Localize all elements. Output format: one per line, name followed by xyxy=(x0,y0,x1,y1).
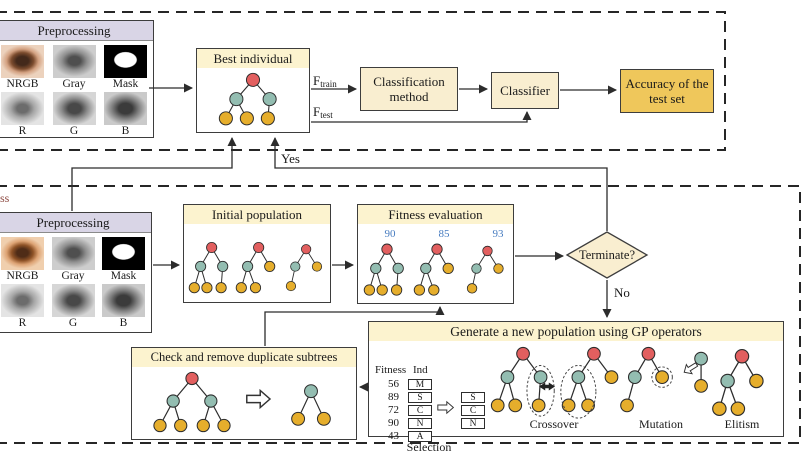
b-label: B xyxy=(121,125,130,137)
fitness-score: 85 xyxy=(438,228,450,240)
fitness-value: 56 xyxy=(388,378,399,390)
preprocessing-bottom-title: Preprocessing xyxy=(0,213,151,233)
fitness-score: 90 xyxy=(384,228,396,240)
population-tree xyxy=(363,239,411,301)
selection-label: Selection xyxy=(406,440,452,454)
population-tree xyxy=(235,237,282,299)
elitism-tree xyxy=(711,347,773,419)
ftest-label: Ftest xyxy=(313,104,333,121)
preprocessing-top-box: Preprocessing NRGB Gray Mask R G B xyxy=(0,20,154,138)
accuracy-box: Accuracy of the test set xyxy=(620,69,714,113)
initial-population-box: Initial population xyxy=(183,204,331,303)
initial-population-title: Initial population xyxy=(184,205,330,224)
fitness-value: 72 xyxy=(388,404,399,416)
population-tree xyxy=(413,239,461,301)
individual-cell: M xyxy=(408,378,432,390)
fitness-evaluation-box: Fitness evaluation 90 85 93 xyxy=(357,204,514,304)
b-channel-image xyxy=(102,284,145,317)
classifier-box: Classifier xyxy=(491,72,559,109)
duplicate-tree xyxy=(149,370,235,434)
fitness-score: 93 xyxy=(492,228,504,240)
check-duplicates-box: Check and remove duplicate subtrees xyxy=(131,347,357,440)
selected-individual: S xyxy=(461,392,485,403)
terminate-label: Terminate? xyxy=(578,248,636,262)
individual-cell: N xyxy=(408,417,432,429)
cut-process-label: ss xyxy=(0,191,10,205)
fitness-value: 90 xyxy=(388,417,399,429)
population-tree xyxy=(283,237,326,299)
yes-label: Yes xyxy=(281,151,300,166)
b-channel-image xyxy=(104,92,147,125)
preprocessing-bottom-box: Preprocessing NRGB Gray Mask R G B xyxy=(0,212,152,333)
reduced-tree xyxy=(283,382,339,428)
gray-label: Gray xyxy=(62,78,86,90)
best-individual-title: Best individual xyxy=(197,49,309,68)
no-label: No xyxy=(614,285,630,300)
fitness-evaluation-title: Fitness evaluation xyxy=(358,205,513,224)
individual-cell: C xyxy=(408,404,432,416)
generate-population-title: Generate a new population using GP opera… xyxy=(369,322,783,341)
population-tree xyxy=(188,237,235,299)
b-label: B xyxy=(119,317,128,329)
fitness-header: Fitness xyxy=(375,364,407,376)
gray-image xyxy=(52,45,96,78)
mutation-tree xyxy=(619,345,713,421)
ind-header: Ind xyxy=(413,364,428,376)
g-label: G xyxy=(69,125,79,137)
mask-image xyxy=(102,237,145,270)
classification-method-box: Classification method xyxy=(360,67,458,111)
fitness-value: 89 xyxy=(388,391,399,403)
reduce-arrow-icon xyxy=(244,388,274,410)
r-channel-image xyxy=(1,284,44,317)
individual-cell: S xyxy=(408,391,432,403)
g-channel-image xyxy=(51,284,95,317)
selected-individual: C xyxy=(461,405,485,416)
nrgb-label: NRGB xyxy=(6,270,39,282)
arrow-ftest xyxy=(311,110,532,123)
mask-label: Mask xyxy=(112,78,139,90)
check-duplicates-title: Check and remove duplicate subtrees xyxy=(132,348,356,367)
mask-label: Mask xyxy=(110,270,137,282)
mutation-label: Mutation xyxy=(639,417,683,431)
selection-arrow-icon xyxy=(437,400,455,415)
arrow-preproc2-to-best xyxy=(71,136,237,211)
r-channel-image xyxy=(1,92,44,125)
ftrain-label: Ftrain xyxy=(313,73,337,90)
best-individual-tree xyxy=(205,72,301,128)
nrgb-image xyxy=(1,237,44,270)
selected-individual: N xyxy=(461,418,485,429)
generate-population-box: Generate a new population using GP opera… xyxy=(368,321,784,454)
g-label: G xyxy=(68,317,78,329)
r-label: R xyxy=(18,317,27,329)
crossover-label: Crossover xyxy=(529,417,579,431)
nrgb-label: NRGB xyxy=(6,78,39,90)
r-label: R xyxy=(18,125,27,137)
nrgb-image xyxy=(1,45,44,78)
gray-image xyxy=(51,237,95,270)
mask-image xyxy=(104,45,147,78)
population-tree xyxy=(464,239,508,301)
gray-label: Gray xyxy=(61,270,85,282)
best-individual-box: Best individual xyxy=(196,48,310,133)
preprocessing-top-title: Preprocessing xyxy=(0,21,153,41)
g-channel-image xyxy=(52,92,96,125)
elitism-label: Elitism xyxy=(724,417,760,431)
